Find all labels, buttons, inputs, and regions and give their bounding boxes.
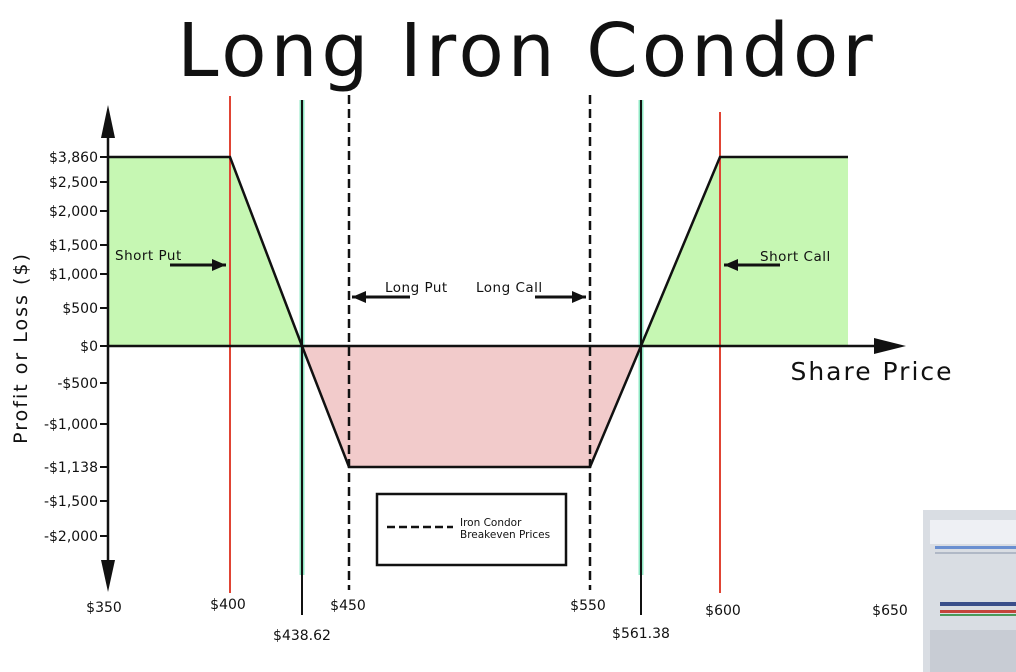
long-put-arrow-head — [352, 291, 366, 303]
y-tick-label: -$1,138 — [44, 460, 98, 476]
thumbnail-panel — [930, 520, 1016, 544]
y-tick-label: -$1,000 — [44, 417, 98, 433]
x-axis-arrow — [874, 338, 906, 354]
y-tick-label: $1,000 — [49, 267, 98, 283]
profit-region-right — [641, 157, 848, 346]
y-tick-label: $1,500 — [49, 238, 98, 254]
legend-label-line1: Iron Condor — [460, 517, 522, 529]
thumbnail-stripe — [940, 614, 1016, 616]
thumbnail-stripe — [935, 546, 1016, 549]
legend-label-line2: Breakeven Prices — [460, 529, 550, 541]
overlay-thumbnail — [923, 510, 1016, 672]
loss-region — [302, 346, 641, 467]
x-tick-label: $550 — [570, 598, 606, 614]
thumbnail-panel — [930, 630, 1016, 672]
long-call-label: Long Call — [476, 280, 543, 296]
thumbnail-stripe — [940, 610, 1016, 613]
chart-title: Long Iron Condor — [177, 8, 876, 94]
y-tick-label: $500 — [62, 301, 98, 317]
x-tick-label: $400 — [210, 597, 246, 613]
y-axis-arrow-down — [101, 560, 115, 592]
y-axis-arrow-up — [101, 105, 115, 138]
short-put-arrow-head — [212, 259, 226, 271]
x-tick-label: $650 — [872, 603, 908, 619]
long-call-arrow-head — [572, 291, 586, 303]
x-tick-label: $438.62 — [273, 628, 331, 644]
short-call-label: Short Call — [760, 249, 831, 265]
thumbnail-stripe — [935, 552, 1016, 554]
y-tick-label: -$500 — [57, 376, 98, 392]
thumbnail-stripe — [940, 602, 1016, 606]
x-axis-label: Share Price — [790, 357, 953, 386]
legend-box — [375, 492, 568, 567]
long-put-label: Long Put — [385, 280, 448, 296]
short-call-arrow-head — [724, 259, 738, 271]
profit-region-left — [108, 157, 302, 346]
x-tick-label: $350 — [86, 600, 122, 616]
y-tick-label: $2,500 — [49, 175, 98, 191]
payoff-line — [108, 155, 848, 469]
y-tick-label: $0 — [80, 339, 98, 355]
short-put-label: Short Put — [115, 248, 182, 264]
y-tick-label: $2,000 — [49, 204, 98, 220]
y-axis-label: Profit or Loss ($) — [10, 252, 32, 444]
y-tick-label: -$1,500 — [44, 494, 98, 510]
x-tick-label: $450 — [330, 598, 366, 614]
y-tick-label: -$2,000 — [44, 529, 98, 545]
x-tick-label: $561.38 — [612, 626, 670, 642]
x-tick-label: $600 — [705, 603, 741, 619]
y-tick-label: $3,860 — [49, 150, 98, 166]
